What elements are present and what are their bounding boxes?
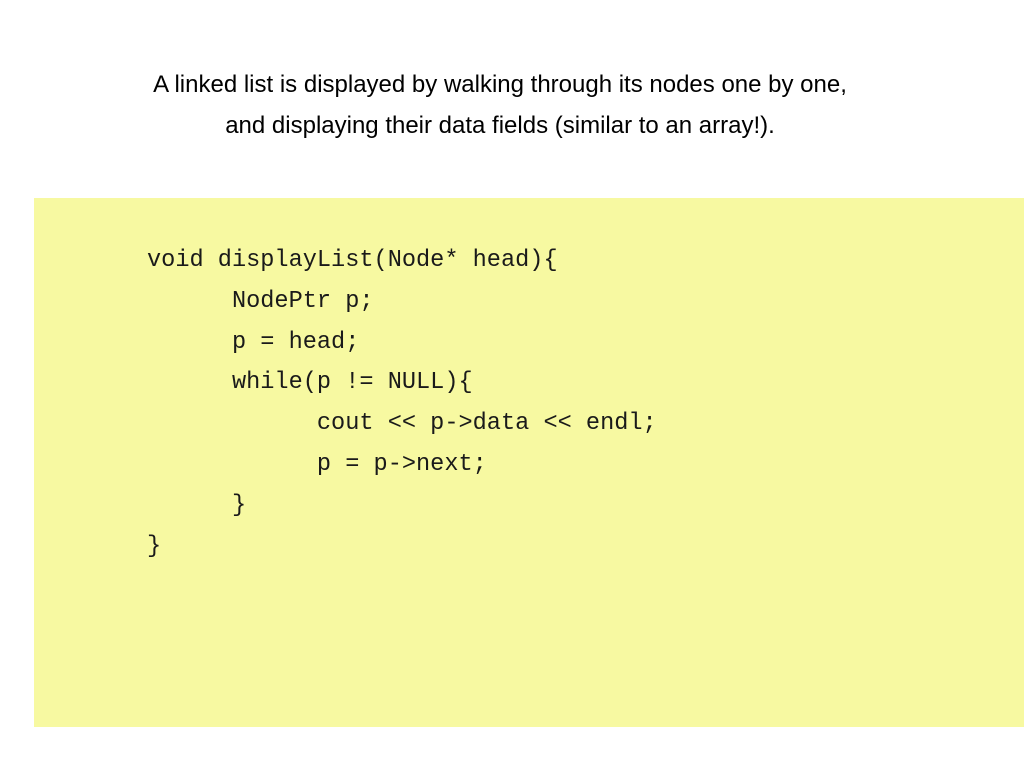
code-line-print-data: cout << p->data << endl; [147,410,657,438]
code-line-advance-pointer: p = p->next; [147,450,487,478]
code-panel: void displayList(Node* head){ NodePtr p;… [34,198,1024,727]
code-block: void displayList(Node* head){ NodePtr p;… [147,241,657,567]
code-line-function-signature: void displayList(Node* head){ [147,247,558,274]
code-line-close-function: } [147,532,162,560]
caption-line-1: A linked list is displayed by walking th… [153,71,847,98]
caption-text: A linked list is displayed by walking th… [0,64,1000,146]
code-line-assign-head: p = head; [147,328,360,356]
code-line-close-while: } [147,491,247,519]
caption-line-2: and displaying their data fields (simila… [225,112,775,139]
code-line-declare-pointer: NodePtr p; [147,287,374,315]
code-line-while-loop: while(p != NULL){ [147,369,473,397]
